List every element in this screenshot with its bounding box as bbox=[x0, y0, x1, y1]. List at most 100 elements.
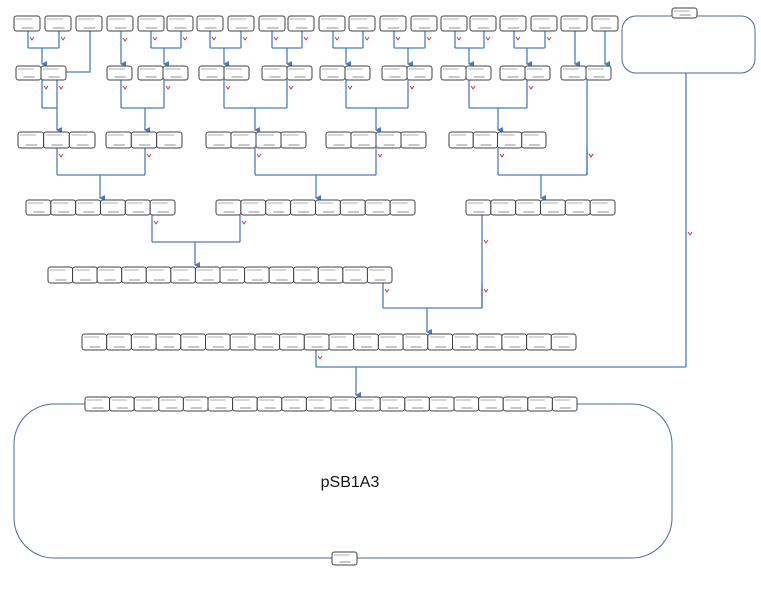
part-box bbox=[198, 65, 225, 81]
part-box-frame bbox=[84, 396, 111, 412]
site-marker bbox=[29, 36, 35, 41]
part-box-frame bbox=[348, 15, 376, 32]
part-box bbox=[258, 15, 286, 32]
part-box bbox=[448, 131, 474, 149]
part-box bbox=[339, 199, 366, 216]
part-box-frame bbox=[524, 65, 551, 81]
part-box bbox=[130, 131, 158, 149]
part-box bbox=[465, 65, 492, 81]
part-box bbox=[196, 15, 224, 32]
part-box-frame bbox=[180, 333, 207, 351]
part-box bbox=[255, 131, 282, 149]
part-box-frame bbox=[290, 199, 316, 216]
part-box bbox=[440, 15, 468, 32]
part-box-frame bbox=[530, 15, 558, 32]
part-box bbox=[130, 333, 157, 351]
part-box bbox=[551, 396, 578, 412]
part-box bbox=[106, 65, 133, 81]
part-box bbox=[318, 15, 346, 32]
part-box-frame bbox=[81, 333, 108, 351]
site-marker bbox=[211, 36, 217, 41]
part-box bbox=[465, 199, 492, 216]
part-box-frame bbox=[105, 131, 132, 149]
plasmid-label: pSB1A3 bbox=[320, 474, 380, 491]
part-box-frame bbox=[671, 7, 698, 19]
site-marker bbox=[225, 85, 231, 90]
part-box bbox=[17, 131, 45, 149]
part-box bbox=[342, 266, 368, 284]
part-box bbox=[279, 333, 305, 351]
part-box-frame bbox=[244, 266, 270, 284]
part-box bbox=[366, 266, 393, 284]
part-box bbox=[671, 7, 698, 19]
part-box-frame bbox=[232, 396, 258, 412]
part-box-frame bbox=[440, 15, 468, 32]
site-marker bbox=[288, 85, 294, 90]
part-box-frame bbox=[350, 131, 377, 149]
part-box-frame bbox=[286, 65, 313, 81]
part-box-frame bbox=[305, 396, 332, 412]
part-box bbox=[229, 333, 256, 351]
part-box-frame bbox=[377, 333, 404, 351]
part-box bbox=[402, 333, 429, 351]
part-box-frame bbox=[50, 199, 77, 216]
part-box bbox=[286, 65, 313, 81]
part-box-frame bbox=[325, 131, 352, 149]
site-marker bbox=[152, 36, 158, 41]
part-box-frame bbox=[261, 65, 288, 81]
site-marker bbox=[364, 36, 370, 41]
part-box bbox=[469, 15, 497, 32]
part-box-frame bbox=[375, 131, 402, 149]
part-box-frame bbox=[256, 396, 283, 412]
part-box bbox=[501, 333, 528, 351]
part-box bbox=[325, 131, 352, 149]
site-marker bbox=[303, 36, 309, 41]
part-box-frame bbox=[207, 396, 234, 412]
part-box bbox=[564, 199, 591, 216]
site-marker bbox=[384, 288, 390, 293]
part-box-frame bbox=[564, 199, 591, 216]
part-box-frame bbox=[497, 131, 523, 149]
part-box bbox=[75, 15, 103, 32]
part-box-frame bbox=[44, 15, 72, 32]
part-box-frame bbox=[43, 131, 70, 149]
part-box-frame bbox=[502, 396, 529, 412]
part-box-frame bbox=[355, 396, 381, 412]
part-box bbox=[499, 15, 527, 32]
site-marker bbox=[43, 85, 49, 90]
part-box-frame bbox=[255, 131, 282, 149]
part-boxes bbox=[13, 7, 698, 566]
part-box bbox=[379, 396, 406, 412]
part-box-frame bbox=[106, 65, 133, 81]
part-box bbox=[133, 396, 160, 412]
site-marker bbox=[687, 231, 693, 236]
part-box bbox=[364, 199, 391, 216]
part-box bbox=[105, 131, 132, 149]
part-box-frame bbox=[68, 131, 96, 149]
part-box-frame bbox=[240, 199, 267, 216]
part-box-frame bbox=[75, 15, 103, 32]
site-marker bbox=[60, 36, 66, 41]
site-marker bbox=[499, 153, 505, 158]
part-box bbox=[137, 15, 165, 32]
part-box bbox=[219, 266, 246, 284]
part-box bbox=[268, 266, 295, 284]
part-box bbox=[406, 65, 433, 81]
part-box bbox=[13, 15, 41, 32]
site-marker bbox=[409, 85, 415, 90]
part-box bbox=[155, 333, 182, 351]
part-box-frame bbox=[453, 396, 480, 412]
part-box-frame bbox=[133, 396, 160, 412]
part-box bbox=[348, 15, 376, 32]
part-box bbox=[40, 65, 67, 81]
part-box-frame bbox=[215, 199, 242, 216]
part-box-frame bbox=[158, 396, 184, 412]
part-box-frame bbox=[550, 333, 577, 351]
site-marker bbox=[456, 36, 462, 41]
part-box-frame bbox=[328, 333, 355, 351]
part-box-frame bbox=[47, 266, 74, 284]
vector-module bbox=[621, 15, 756, 74]
part-box-frame bbox=[428, 396, 455, 412]
part-box-frame bbox=[265, 199, 292, 216]
